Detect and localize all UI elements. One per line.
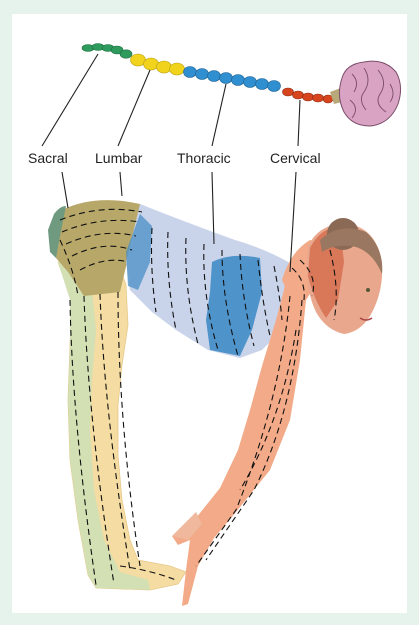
- label-sacral: Sacral: [28, 150, 68, 166]
- spinal-column: [82, 44, 401, 127]
- leader-sacral-lower: [62, 172, 68, 208]
- label-lumbar: Lumbar: [95, 150, 142, 166]
- leader-sacral: [42, 54, 98, 146]
- face-eye: [366, 288, 370, 292]
- leader-thoracic: [212, 84, 226, 146]
- leader-lumbar: [118, 70, 150, 146]
- label-cervical: Cervical: [270, 150, 321, 166]
- spine-cervical-segment: [283, 88, 334, 103]
- label-thoracic: Thoracic: [177, 150, 231, 166]
- brain: [339, 61, 400, 126]
- spine-thoracic-segment: [184, 67, 281, 92]
- spine-lumbar-segment: [131, 54, 185, 75]
- leader-lumbar-lower: [120, 172, 122, 196]
- leader-cervical: [298, 100, 300, 146]
- spine-sacral-segment: [82, 44, 132, 59]
